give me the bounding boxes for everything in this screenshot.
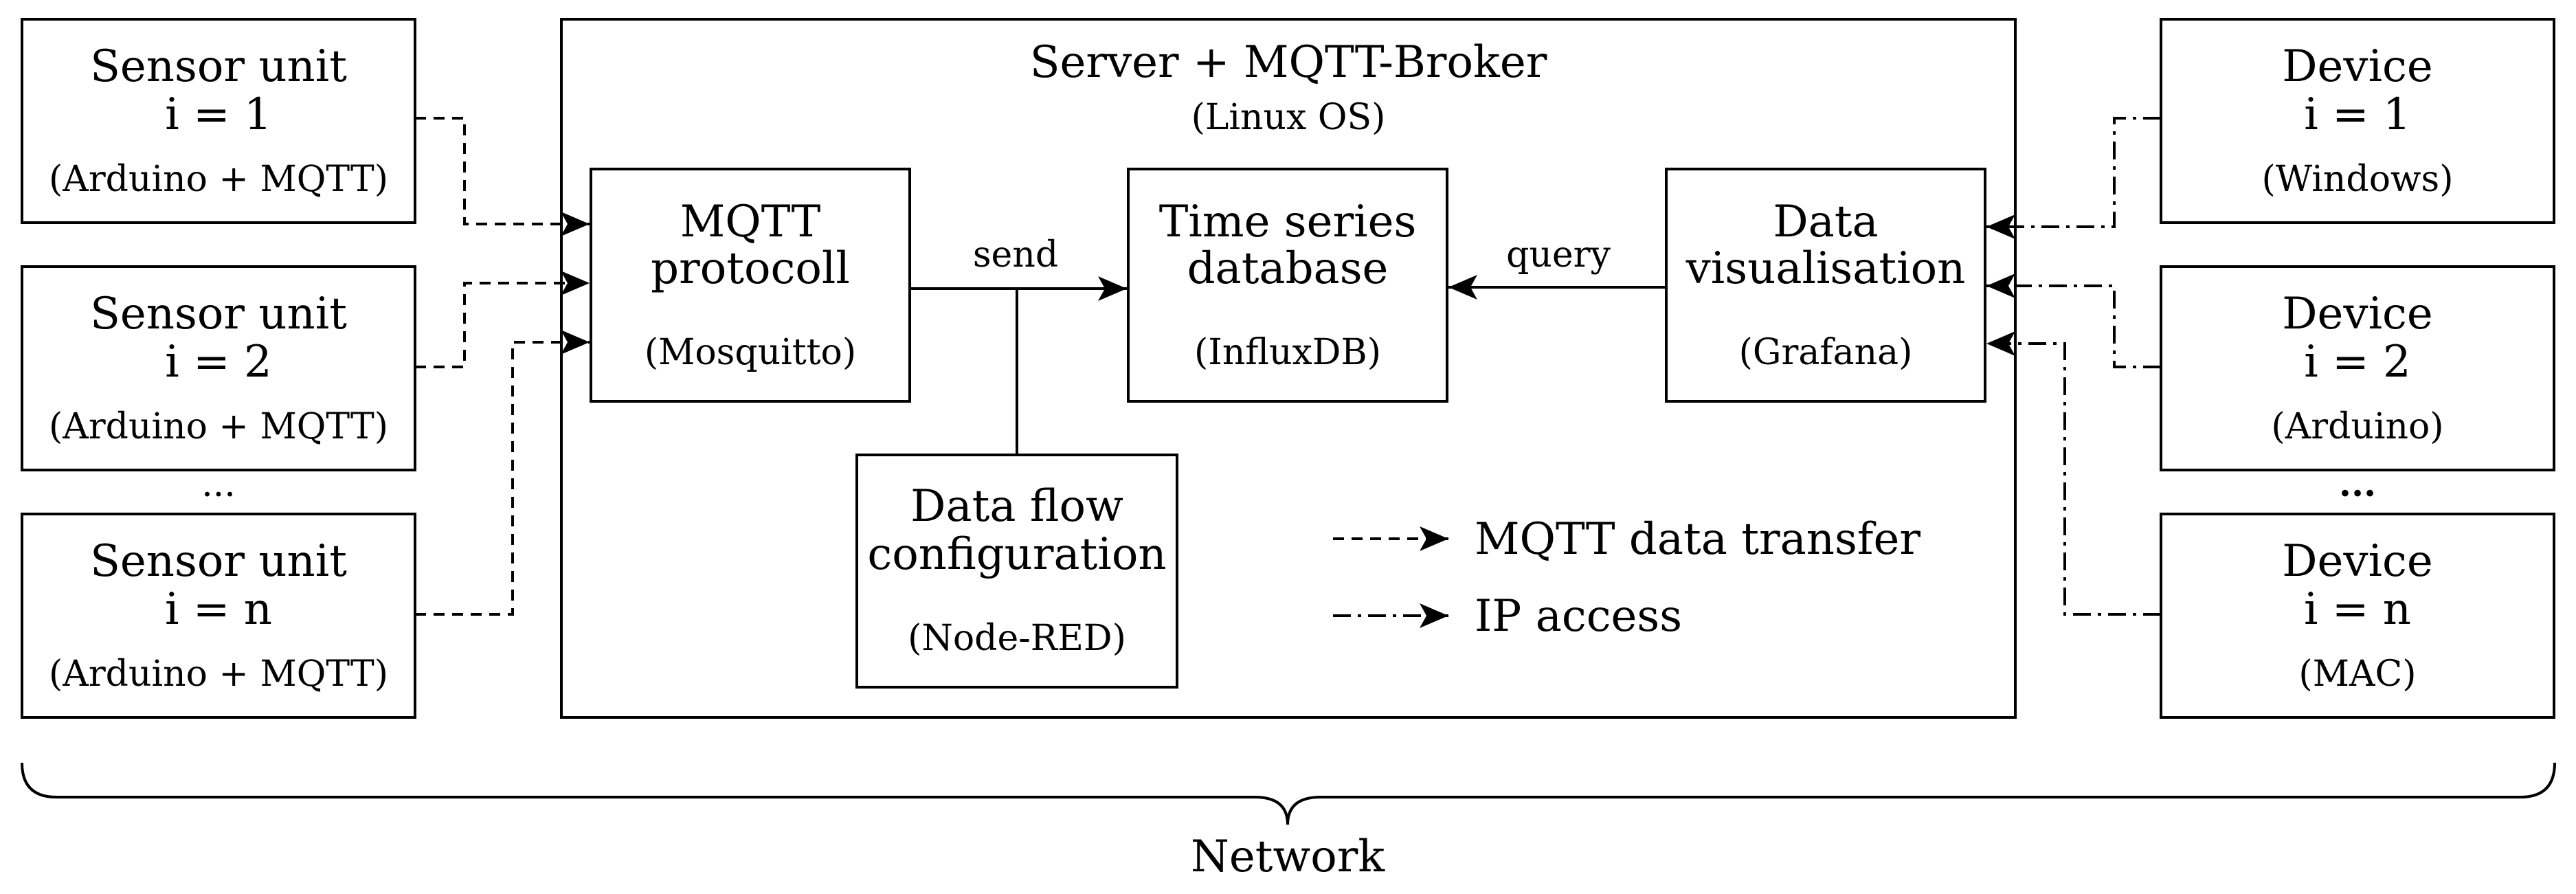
device-n-title: Device	[2282, 536, 2433, 587]
sensor-n-platform: (Arduino + MQTT)	[49, 653, 388, 695]
mqtt-line1: MQTT	[680, 197, 821, 247]
sensor-unit-n: Sensor unit i = n (Arduino + MQTT)	[21, 513, 416, 719]
sensor-n-mqtt-arrow	[415, 330, 590, 616]
devices-ellipsis: ...	[2339, 463, 2376, 505]
device-2-ip-arrow	[1986, 273, 2161, 368]
device-n-ip-arrow	[1986, 331, 2161, 616]
sensor-1-mqtt-arrow	[415, 117, 590, 236]
device-1-index: i = 1	[2304, 89, 2411, 140]
device-2: Device i = 2 (Arduino)	[2160, 265, 2555, 471]
mqtt-line2: protocoll	[651, 243, 850, 294]
vis-line2: visualisation	[1685, 243, 1966, 294]
device-2-platform: (Arduino)	[2271, 406, 2443, 447]
device-n-index: i = n	[2304, 584, 2411, 635]
vis-sub: (Grafana)	[1739, 332, 1913, 373]
sensor-n-index: i = n	[165, 584, 272, 635]
device-1-title: Device	[2282, 41, 2433, 92]
device-2-title: Device	[2282, 289, 2433, 339]
tsdb-line2: database	[1187, 243, 1389, 294]
sensor-2-platform: (Arduino + MQTT)	[49, 406, 388, 447]
sensor-1-title: Sensor unit	[90, 41, 347, 92]
sensor-1-index: i = 1	[165, 89, 272, 140]
legend: MQTT data transfer IP access	[1333, 514, 1920, 642]
sensor-n-title: Sensor unit	[90, 536, 347, 587]
network-brace	[21, 762, 2556, 825]
sensor-unit-2: Sensor unit i = 2 (Arduino + MQTT)	[21, 265, 416, 471]
dataflow-box: Data flow configuration (Node-RED)	[855, 454, 1178, 689]
mqtt-protocol-box: MQTT protocoll (Mosquitto)	[590, 168, 911, 403]
device-n-platform: (MAC)	[2298, 653, 2416, 695]
legend-mqtt-label: MQTT data transfer	[1475, 514, 1920, 565]
send-label: send	[973, 234, 1058, 276]
sensor-2-title: Sensor unit	[90, 289, 347, 339]
sensor-2-mqtt-arrow	[415, 271, 590, 368]
vis-line1: Data	[1773, 197, 1878, 247]
visualisation-box: Data visualisation (Grafana)	[1665, 168, 1986, 403]
device-2-index: i = 2	[2304, 337, 2411, 388]
tsdb-box: Time series database (InfluxDB)	[1127, 168, 1448, 403]
sensor-1-platform: (Arduino + MQTT)	[49, 159, 388, 200]
flow-line2: configuration	[867, 529, 1166, 580]
device-1-platform: (Windows)	[2261, 159, 2453, 200]
sensor-2-index: i = 2	[165, 337, 272, 388]
tsdb-line1: Time series	[1159, 197, 1417, 247]
mqtt-sub: (Mosquitto)	[645, 332, 856, 373]
network-label: Network	[1191, 831, 1386, 882]
flow-line1: Data flow	[910, 481, 1123, 532]
server-title: Server + MQTT-Broker	[1030, 37, 1547, 88]
device-1-ip-arrow	[1986, 117, 2161, 239]
flow-sub: (Node-RED)	[908, 618, 1126, 659]
tsdb-sub: (InfluxDB)	[1194, 332, 1381, 373]
query-label: query	[1506, 234, 1611, 276]
sensor-unit-1: Sensor unit i = 1 (Arduino + MQTT)	[21, 18, 416, 224]
server-subtitle: (Linux OS)	[1191, 97, 1386, 138]
legend-ip-label: IP access	[1475, 591, 1682, 642]
sensors-ellipsis: ...	[201, 464, 236, 505]
device-n: Device i = n (MAC)	[2160, 513, 2555, 719]
device-1: Device i = 1 (Windows)	[2160, 18, 2555, 224]
